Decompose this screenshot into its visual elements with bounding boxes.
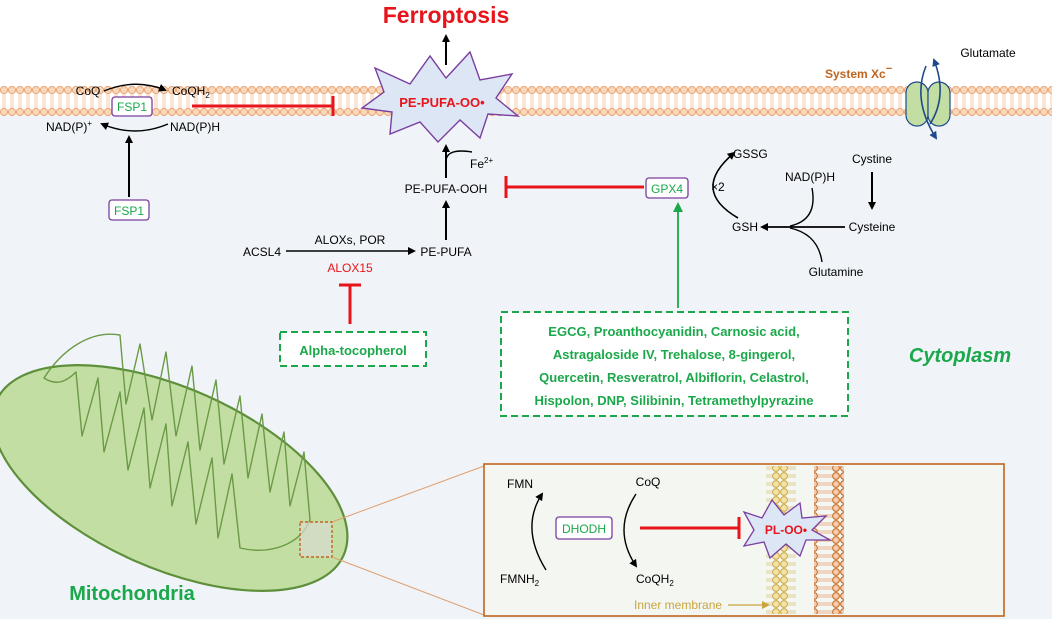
compounds-line-4: Hispolon, DNP, Silibinin, Tetramethylpyr… (534, 393, 813, 408)
fmnh2-to-fmn-arrow (531, 492, 547, 571)
zoom-region-marker (299, 521, 333, 558)
fe-label: Fe2+ (470, 156, 493, 171)
pe-pufa-ooh-label: PE-PUFA-OOH (405, 182, 488, 196)
nadph-feed-arc (789, 187, 814, 227)
zoom-line-bottom (331, 556, 485, 616)
mitochondrion (0, 333, 349, 592)
pe-pufa-oo-burst (360, 50, 521, 144)
pe-pufa-oo-label: PE-PUFA-OO• (399, 95, 485, 110)
compounds-line-3: Quercetin, Resveratrol, Albiflorin, Cela… (539, 370, 809, 385)
glutamate-export-arrow (929, 58, 941, 125)
alpha-tocopherol-box (279, 331, 427, 367)
x2-label: ×2 (711, 180, 725, 194)
glutamate-label: Glutamate (960, 46, 1016, 60)
cystine-label: Cystine (852, 152, 892, 166)
nadph-oxidation-arrow (100, 122, 169, 132)
fsp1-cytoplasm-box (108, 199, 150, 221)
gpx4-box (645, 177, 689, 199)
fsp1-membrane-box (111, 96, 153, 117)
coqh2-label: CoQH2 (172, 84, 210, 100)
coq-label: CoQ (76, 84, 101, 98)
cysteine-label: Cysteine (849, 220, 896, 234)
alpha-tocopherol-label: Alpha-tocopherol (299, 343, 407, 358)
fmn-label: FMN (507, 477, 533, 491)
cystine-import-arrow (920, 65, 938, 140)
gssg-label: GSSG (733, 147, 768, 161)
pl-oo-label: PL-OO• (765, 523, 807, 537)
gpx4-label: GPX4 (651, 182, 683, 196)
glutamine-label: Glutamine (809, 265, 864, 279)
ferroptosis-title: Ferroptosis (383, 2, 510, 28)
mitochondria-label: Mitochondria (69, 583, 195, 605)
plasma-membrane (0, 86, 1052, 116)
nadp-plus-label: NAD(P)+ (46, 119, 92, 134)
mito-coq-label: CoQ (636, 475, 661, 489)
fmnh2-label: FMNH2 (500, 572, 540, 588)
gsh-oxidation-arc (712, 151, 739, 219)
fe-catalysis-arc (445, 150, 473, 161)
nadph-cytoplasm-label: NAD(P)H (785, 170, 835, 184)
inner-membrane-label: Inner membrane (634, 598, 722, 612)
nadph-membrane-label: NAD(P)H (170, 120, 220, 134)
mitochondria-inset-panel (483, 463, 1005, 617)
dhodh-box (555, 516, 613, 540)
transporter-left (905, 81, 929, 127)
glutamine-feed-arc (789, 227, 823, 263)
cytoplasm-label: Cytoplasm (909, 345, 1011, 367)
gsh-label: GSH (732, 220, 758, 234)
coq-reduction-arrow (103, 83, 167, 92)
aloxs-por-label: ALOXs, POR (315, 233, 386, 247)
system-xc-label: System Xc− (825, 63, 892, 81)
dhodh-label: DHODH (562, 522, 606, 536)
fsp1-cytoplasm-label: FSP1 (114, 204, 144, 218)
gpx4-activators-box (500, 311, 849, 417)
zoom-line-top (331, 465, 485, 523)
compounds-line-1: EGCG, Proanthocyanidin, Carnosic acid, (548, 324, 799, 339)
alox15-label: ALOX15 (327, 261, 373, 275)
coq-to-coqh2-arrow (623, 493, 638, 568)
pl-oo-burst (742, 498, 833, 560)
compounds-line-2: Astragaloside IV, Trehalose, 8-gingerol, (553, 347, 795, 362)
fsp1-membrane-label: FSP1 (117, 100, 147, 114)
pe-pufa-label: PE-PUFA (420, 245, 471, 259)
acsl4-label: ACSL4 (243, 245, 281, 259)
mito-coqh2-label: CoQH2 (636, 572, 674, 588)
